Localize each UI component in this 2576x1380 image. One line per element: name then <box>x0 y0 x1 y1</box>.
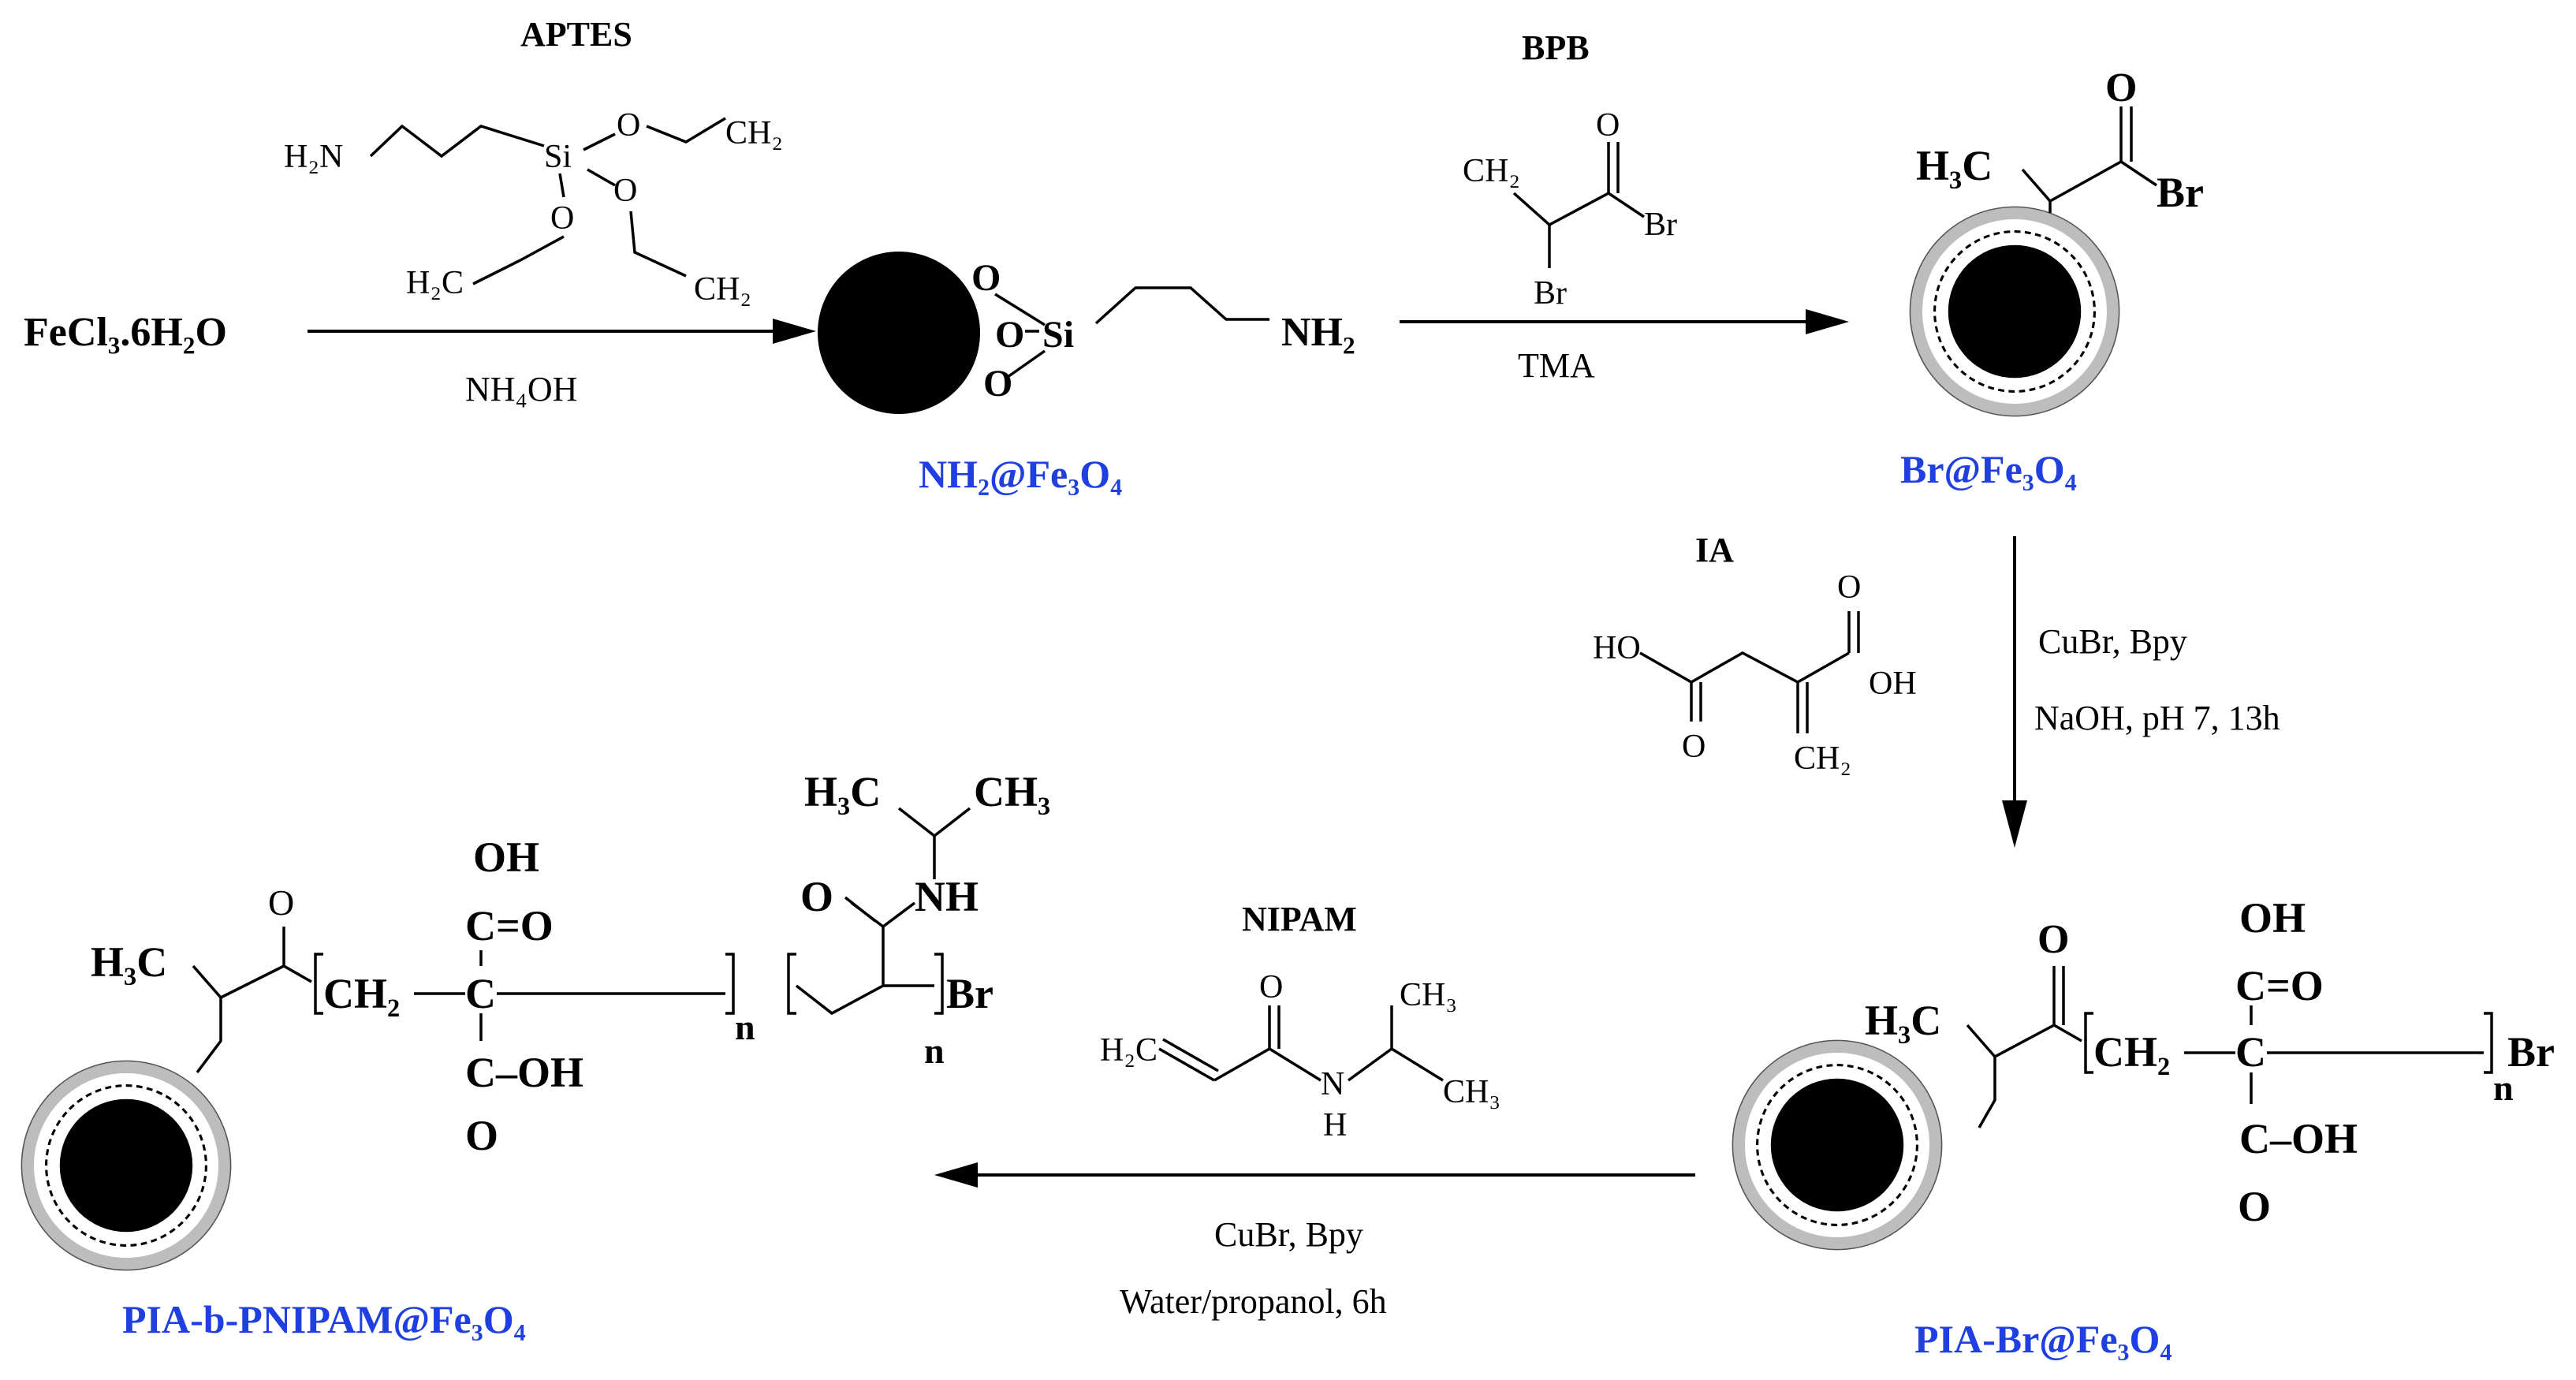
svg-text:Br: Br <box>2157 169 2204 216</box>
reagent-aptes: APTES <box>520 15 632 54</box>
svg-text:O: O <box>617 107 640 144</box>
svg-text:OH: OH <box>2239 894 2306 942</box>
svg-text:H₂C: H₂C <box>406 265 464 301</box>
ia-structure: HO O CH₂ O OH <box>1593 569 1917 777</box>
svg-text:O: O <box>1837 569 1861 606</box>
svg-text:O: O <box>1259 969 1283 1005</box>
svg-text:H₃C: H₃C <box>91 938 167 986</box>
condition-naoh: NaOH, pH 7, 13h <box>2034 699 2280 737</box>
br-fe3o4-particle <box>1908 205 2121 418</box>
svg-text:O: O <box>995 314 1024 356</box>
label-nh2-fe3o4: NH₂@Fe₃O₄ <box>919 452 1122 496</box>
arrowhead-step1 <box>773 319 816 344</box>
bpb-structure: CH₂ Br O Br <box>1463 107 1677 311</box>
label-br-fe3o4: Br@Fe₃O₄ <box>1900 447 2077 491</box>
svg-text:HO: HO <box>1593 630 1641 666</box>
svg-text:Br: Br <box>1644 207 1677 243</box>
svg-text:Si: Si <box>1042 314 1074 356</box>
svg-text:Br: Br <box>2507 1028 2555 1076</box>
svg-text:Si: Si <box>544 139 572 175</box>
nipam-structure: H₂C O N H CH₃ CH₃ <box>1100 969 1500 1143</box>
svg-text:CH₃: CH₃ <box>974 768 1050 815</box>
br-initiator-group: H₃C O Br <box>1916 65 2204 216</box>
svg-text:H₂N: H₂N <box>284 139 343 175</box>
svg-text:H₂C: H₂C <box>1100 1032 1158 1069</box>
condition-water-propanol: Water/propanol, 6h <box>1120 1282 1387 1321</box>
label-pia-b-pnipam-fe3o4: PIA-b-PNIPAM@Fe₃O₄ <box>122 1297 526 1341</box>
svg-text:C–OH: C–OH <box>2239 1115 2358 1162</box>
reagent-ia: IA <box>1695 531 1734 569</box>
svg-text:C–OH: C–OH <box>465 1049 583 1096</box>
svg-text:H₃C: H₃C <box>1865 997 1941 1044</box>
svg-text:O: O <box>2238 1183 2271 1230</box>
svg-text:O: O <box>2037 917 2069 962</box>
svg-text:Br: Br <box>1534 275 1567 311</box>
aptes-structure: H₂N Si O CH₂ O H₂C O CH₂ <box>284 107 783 308</box>
reagent-bpb: BPB <box>1522 28 1590 67</box>
label-pia-br-fe3o4: PIA-Br@Fe₃O₄ <box>1914 1317 2172 1361</box>
svg-text:CH₂: CH₂ <box>1463 153 1520 189</box>
svg-text:O: O <box>800 873 833 920</box>
pia-b-pnipam-chain: H₃C O CH₂ C n C=O OH C–OH O n Br O NH H₃… <box>91 768 1050 1159</box>
svg-text:C: C <box>465 970 496 1017</box>
svg-text:O: O <box>268 882 294 923</box>
svg-text:N: N <box>1321 1066 1344 1102</box>
svg-text:CH₂: CH₂ <box>1794 740 1851 777</box>
svg-text:O: O <box>465 1112 498 1159</box>
svg-text:H₃C: H₃C <box>804 768 881 815</box>
pia-b-pnipam-particle <box>20 1059 233 1272</box>
svg-text:OH: OH <box>1869 666 1917 702</box>
nanoparticle-core <box>818 252 980 414</box>
svg-text:H₃C: H₃C <box>1916 142 1993 189</box>
svg-text:O: O <box>1682 729 1706 765</box>
condition-cubr-bpy-2: CuBr, Bpy <box>1214 1215 1363 1254</box>
svg-text:NH₂: NH₂ <box>1281 310 1355 355</box>
svg-text:O: O <box>2105 65 2137 110</box>
svg-text:H: H <box>1323 1107 1347 1143</box>
svg-text:C=O: C=O <box>465 902 554 949</box>
svg-text:OH: OH <box>473 834 539 881</box>
svg-text:O: O <box>550 200 574 237</box>
svg-text:O: O <box>1596 107 1620 144</box>
pia-br-particle <box>1731 1039 1944 1251</box>
svg-text:n: n <box>924 1031 945 1071</box>
svg-text:C=O: C=O <box>2235 962 2324 1009</box>
svg-text:CH₂: CH₂ <box>2093 1028 2170 1076</box>
condition-tma: TMA <box>1518 346 1595 385</box>
reagent-nipam: NIPAM <box>1242 900 1357 938</box>
svg-text:NH: NH <box>915 873 979 920</box>
arrowhead-step2 <box>1806 309 1849 334</box>
arrowhead-step3 <box>2002 800 2027 848</box>
svg-text:C: C <box>2235 1028 2266 1076</box>
arrowhead-step4 <box>934 1162 978 1188</box>
svg-text:O: O <box>613 173 637 209</box>
svg-text:O: O <box>983 363 1012 405</box>
svg-text:n: n <box>2493 1068 2514 1108</box>
svg-text:CH₂: CH₂ <box>694 271 751 308</box>
svg-text:CH₂: CH₂ <box>323 970 400 1017</box>
svg-text:CH₃: CH₃ <box>1400 977 1457 1013</box>
condition-nh4oh: NH₄OH <box>465 370 577 408</box>
svg-text:Br: Br <box>946 970 993 1017</box>
svg-text:O: O <box>971 257 1001 299</box>
svg-text:CH₃: CH₃ <box>1443 1074 1500 1110</box>
silane-linker: O O O Si NH₂ <box>971 257 1355 405</box>
svg-text:n: n <box>735 1007 755 1047</box>
svg-text:CH₂: CH₂ <box>725 115 783 151</box>
pia-br-chain: H₃C O CH₂ C n Br C=O OH C–OH O <box>1865 894 2555 1230</box>
start-material: FeCl₃.6H₂O <box>24 310 227 355</box>
condition-cubr-bpy: CuBr, Bpy <box>2038 622 2187 661</box>
